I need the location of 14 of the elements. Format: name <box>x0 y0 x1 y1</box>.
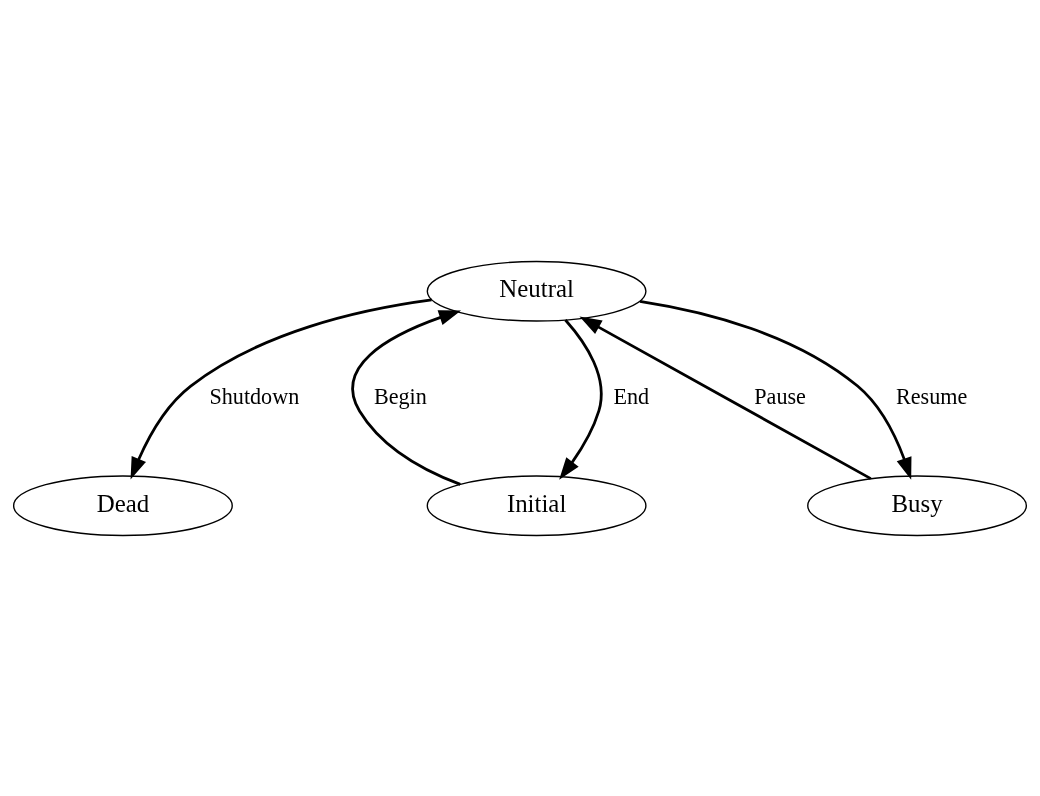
edge-label: End <box>613 383 650 409</box>
node-ellipse: Dead <box>12 474 233 536</box>
arrow <box>351 309 462 486</box>
arrow <box>559 318 603 480</box>
node-ellipse: Initial <box>426 474 647 536</box>
node-ellipse: Busy <box>807 474 1028 536</box>
edge-label: Pause <box>754 383 806 409</box>
edge-label: Begin <box>373 383 427 409</box>
arrow <box>130 298 432 480</box>
arrow <box>579 316 872 480</box>
node-ellipse: Neutral <box>426 260 647 322</box>
arrow <box>639 299 912 480</box>
edge-label: Resume <box>895 383 968 409</box>
edge-label: Shutdown <box>209 383 300 409</box>
